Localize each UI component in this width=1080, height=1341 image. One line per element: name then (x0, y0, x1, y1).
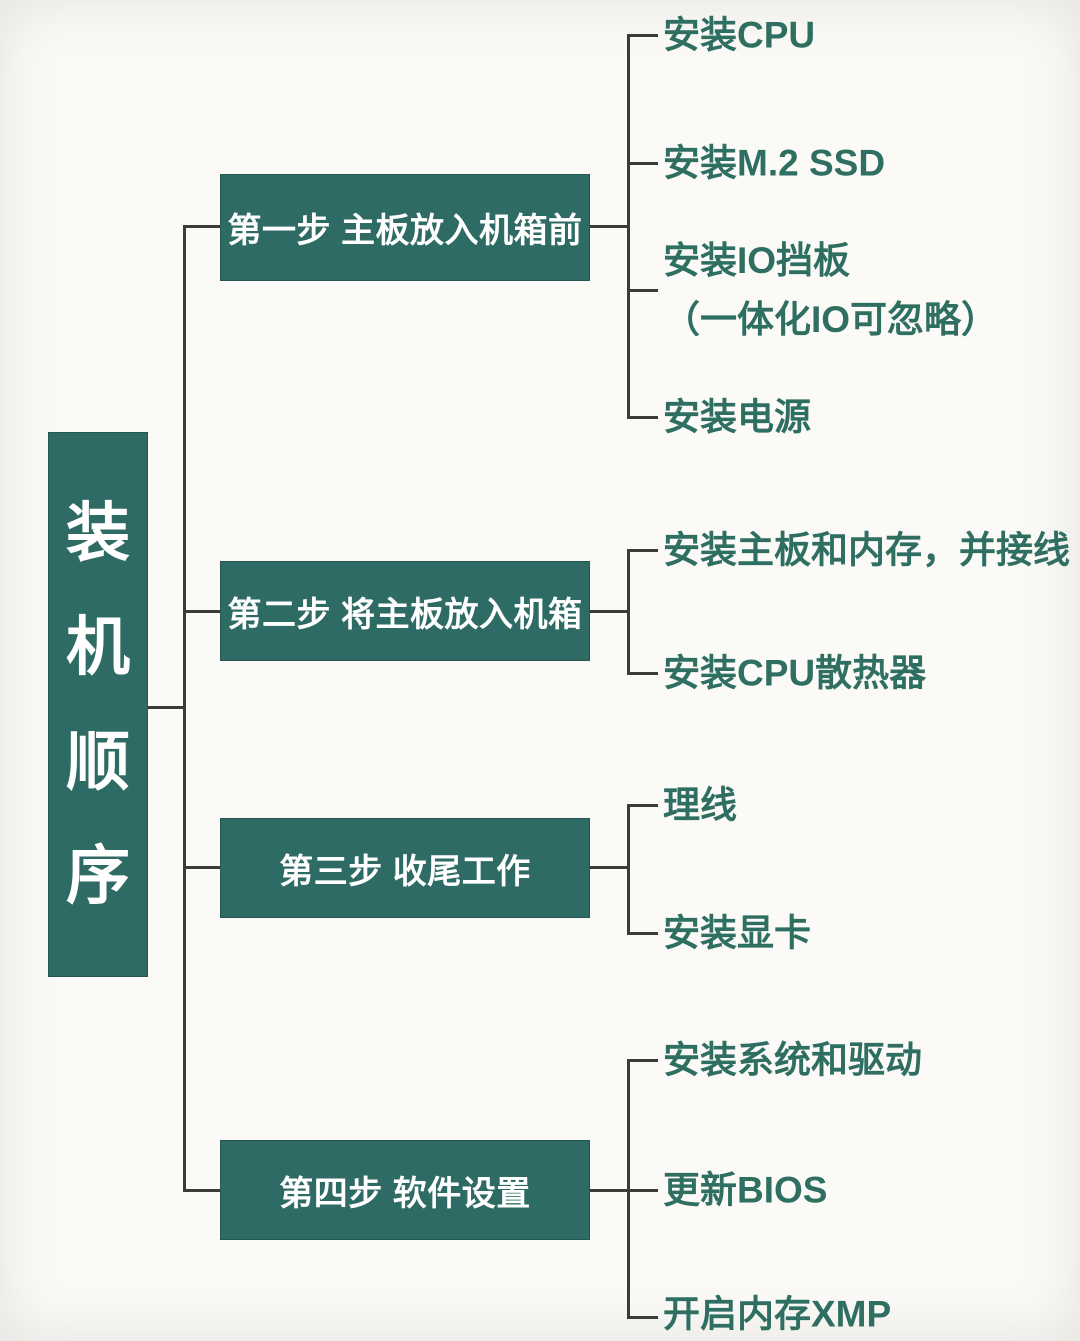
stub-leaf (627, 1316, 658, 1319)
step-node-4: 第四步 软件设置 (220, 1140, 590, 1240)
leaf-cable-management: 理线 (663, 784, 737, 826)
connector-trunk-to-step4 (185, 1189, 220, 1192)
root-node-char: 装 (66, 497, 130, 570)
connector-trunk-to-step2 (185, 610, 220, 613)
leaf-install-io-shield: 安装IO挡板 （一体化IO可忽略） (663, 231, 998, 349)
leaf-install-io-shield-line2: （一体化IO可忽略） (663, 299, 999, 340)
root-node-char: 顺 (66, 725, 130, 798)
stub-leaf (627, 549, 658, 552)
leaf-update-bios: 更新BIOS (663, 1169, 828, 1211)
stub-leaf (627, 672, 658, 675)
stub-leaf (627, 804, 658, 807)
connector-step1-to-children (590, 225, 628, 228)
root-node-char: 序 (66, 839, 130, 912)
bracket-step1 (627, 34, 630, 419)
leaf-install-gpu: 安装显卡 (663, 912, 811, 954)
step-node-1: 第一步 主板放入机箱前 (220, 174, 590, 281)
stub-leaf (627, 416, 658, 419)
leaf-install-cpu-cooler: 安装CPU散热器 (663, 652, 927, 694)
leaf-install-cpu: 安装CPU (663, 14, 816, 56)
connector-root-to-trunk (148, 706, 183, 709)
connector-trunk-to-step3 (185, 866, 220, 869)
root-node: 装 机 顺 序 (48, 432, 148, 977)
bracket-step3 (627, 804, 630, 935)
step-node-2: 第二步 将主板放入机箱 (220, 561, 590, 661)
leaf-enable-xmp: 开启内存XMP (663, 1293, 892, 1335)
stub-leaf (627, 932, 658, 935)
stub-leaf (627, 1059, 658, 1062)
stub-leaf (627, 289, 658, 292)
stub-leaf (627, 162, 658, 165)
step-node-3: 第三步 收尾工作 (220, 818, 590, 918)
leaf-install-m2-ssd: 安装M.2 SSD (663, 142, 886, 184)
root-node-char: 机 (66, 611, 130, 684)
trunk-line (183, 225, 186, 1192)
bracket-step4 (627, 1059, 630, 1317)
leaf-install-psu: 安装电源 (663, 396, 811, 438)
stub-leaf (627, 34, 658, 37)
leaf-install-os-drivers: 安装系统和驱动 (663, 1039, 922, 1081)
connector-step2-to-children (590, 610, 628, 613)
connector-trunk-to-step1 (185, 225, 220, 228)
leaf-install-io-shield-line1: 安装IO挡板 (663, 239, 851, 281)
stub-leaf (627, 1189, 658, 1192)
connector-step4-to-children (590, 1189, 628, 1192)
connector-step3-to-children (590, 866, 628, 869)
leaf-install-motherboard-ram: 安装主板和内存，并接线 (663, 529, 1070, 571)
bracket-step2 (627, 549, 630, 675)
